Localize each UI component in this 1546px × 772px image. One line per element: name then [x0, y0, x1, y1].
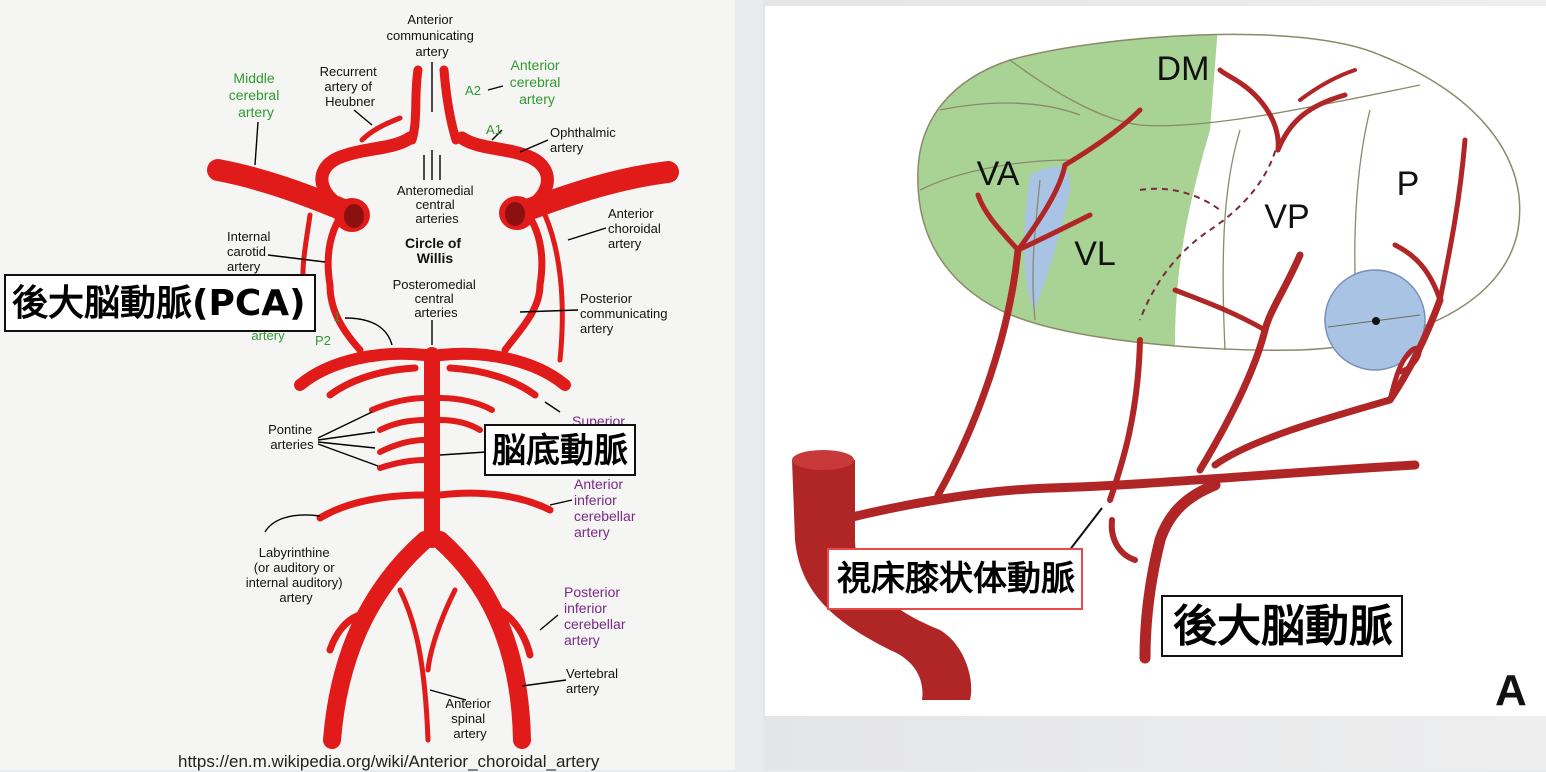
- a2-label: A2: [465, 83, 481, 98]
- right-ica-lumen: [505, 202, 525, 226]
- anterior-spinal-label: Anterior spinal artery: [445, 696, 494, 741]
- left-aca-vessel: [407, 65, 423, 145]
- right-panel: DM VA VL VP P A 視床膝状体動脈 後大脳動脈: [763, 0, 1546, 770]
- mca-label: Middle cerebral artery: [229, 70, 283, 120]
- left-pca-vessel: [294, 347, 431, 391]
- p2-label: P2: [315, 333, 331, 348]
- figure-letter-label: A: [1495, 666, 1527, 715]
- left-pca-branch: [326, 364, 419, 399]
- p-branch-vessel: [1211, 296, 1444, 469]
- vl-label: VL: [1074, 235, 1116, 273]
- source-url: https://en.m.wikipedia.org/wiki/Anterior…: [178, 752, 600, 771]
- aca-label: Anterior cerebral artery: [510, 57, 564, 107]
- recurrent-heubner-label: Recurrent artery of Heubner: [320, 64, 381, 109]
- a1-label: A1: [486, 122, 502, 137]
- posteromedial-label: Posteromedial central arteries: [393, 277, 480, 320]
- anterior-spinal-vessel: [397, 587, 431, 743]
- dm-label: DM: [1157, 50, 1210, 88]
- labyrinthine-label: Labyrinthine (or auditory or internal au…: [246, 545, 346, 605]
- pontine-vessel-r2: [437, 417, 483, 433]
- pica-label: Posterior inferior cerebellar artery: [564, 584, 629, 648]
- vl-branch-vessel: [1107, 337, 1143, 503]
- left-ica-loop: [315, 131, 417, 219]
- right-pcom-vessel: [501, 281, 544, 354]
- pontine-label: Pontine arteries: [268, 422, 316, 452]
- right-ica-loop: [455, 131, 554, 219]
- anterior-choroidal-label: Anterior choroidal artery: [608, 206, 664, 251]
- circle-of-willis-label: Circle of Willis: [405, 235, 465, 266]
- va-branch-vessel: [934, 246, 1022, 499]
- right-pca-branch: [446, 364, 539, 399]
- circle-of-willis-diagram: Anterior communicating artery Recurrent …: [207, 12, 679, 749]
- vp-label: VP: [1264, 198, 1309, 236]
- right-aca-vessel: [439, 65, 461, 145]
- right-basilar-vessel: [792, 460, 972, 700]
- vp-branch-vessel: [1196, 251, 1304, 474]
- right-pica-vessel: [496, 606, 534, 659]
- p1-partial-label: 1: [333, 309, 340, 324]
- right-pca-main-vessel: [835, 460, 1420, 525]
- va-label: VA: [977, 155, 1020, 193]
- left-aica-vessel: [316, 491, 429, 522]
- right-aica-vessel: [436, 489, 554, 514]
- pca-jp-callout: 後大脳動脈(PCA): [4, 274, 316, 332]
- ophthalmic-label: Ophthalmic artery: [550, 125, 619, 155]
- anteromedial-label: Anteromedial central arteries: [397, 183, 477, 226]
- pontine-vessel-1: [369, 395, 428, 413]
- left-pcom-vessel: [326, 281, 364, 354]
- right-pca-stem-vessel: [1139, 479, 1221, 664]
- right-pca-jp-callout: 後大脳動脈: [1161, 595, 1403, 657]
- right-pca-vessel: [434, 347, 571, 391]
- thalamogeniculate-jp-callout: 視床膝状体動脈: [827, 548, 1083, 610]
- right-vertebral-vessel: [431, 531, 531, 749]
- heubner-vessel: [359, 115, 403, 143]
- pcom-label: Posterior communicating artery: [580, 291, 671, 336]
- pontine-vessel-2: [377, 417, 428, 433]
- vertebral-label: Vertebral artery: [566, 666, 622, 696]
- aica-label: Anterior inferior cerebellar artery: [574, 476, 639, 540]
- left-vertebral-vessel: [323, 531, 434, 749]
- dm-branch-vessel: [1217, 67, 1281, 153]
- pontine-vessel-r1: [437, 395, 495, 413]
- anterior-choroidal-vessel: [542, 212, 565, 363]
- left-pica-vessel: [326, 611, 364, 654]
- acom-label: Anterior communicating artery: [386, 12, 477, 59]
- ica-label: Internal carotid artery: [227, 229, 274, 274]
- left-panel: Anterior communicating artery Recurrent …: [0, 0, 735, 771]
- basilar-jp-callout: 脳底動脈: [484, 424, 636, 476]
- left-ica-lumen: [344, 204, 364, 228]
- p-label: P: [1397, 165, 1420, 203]
- anterior-spinal-vessel-r: [425, 587, 458, 673]
- thalamus-diagram: DM VA VL VP P A: [792, 33, 1527, 715]
- pontine-vessel-3: [377, 437, 428, 455]
- pontine-vessel-4: [377, 457, 428, 471]
